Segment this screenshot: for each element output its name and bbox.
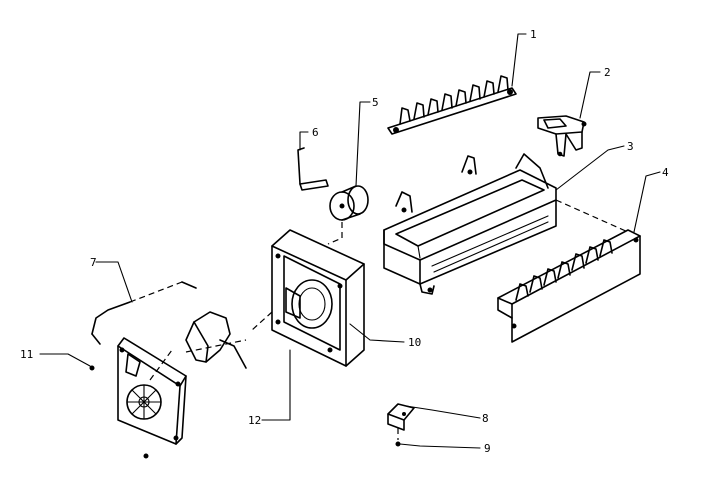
callout-12: 12 xyxy=(248,414,261,427)
callout-10: 10 xyxy=(408,336,421,349)
assembly-line-3-4 xyxy=(555,199,629,233)
part-3-ice-mold xyxy=(383,153,557,295)
assembly-line-module xyxy=(149,349,173,381)
callout-8: 8 xyxy=(482,412,489,425)
callout-6: 6 xyxy=(312,126,319,139)
assembly-line-housing xyxy=(251,311,273,331)
part-4-front-cover xyxy=(497,229,641,343)
callout-2: 2 xyxy=(604,66,611,79)
callout-9: 9 xyxy=(484,442,491,455)
screw-11 xyxy=(89,365,95,371)
callout-labels: 1 2 3 4 5 6 7 8 9 10 11 12 xyxy=(20,28,669,455)
assembly-line-5-10 xyxy=(327,222,343,245)
callout-4: 4 xyxy=(662,166,669,179)
leader-lines xyxy=(39,33,661,449)
part-2-bracket xyxy=(537,115,587,157)
part-10-housing xyxy=(271,229,365,367)
screw-bottom xyxy=(143,453,149,459)
gear-cam xyxy=(185,311,247,369)
part-9-screw xyxy=(395,428,401,447)
callout-1: 1 xyxy=(530,28,537,41)
part-6-clip xyxy=(297,147,329,191)
callout-5: 5 xyxy=(372,96,379,109)
part-5-motor xyxy=(329,185,369,221)
part-11-control-module xyxy=(117,337,187,445)
callout-3: 3 xyxy=(627,140,634,153)
callout-7: 7 xyxy=(90,256,97,269)
assembly-line-11-10 xyxy=(185,339,247,353)
part-1-ejector-comb xyxy=(387,75,517,135)
callout-11: 11 xyxy=(20,348,33,361)
part-7-wire-harness xyxy=(91,281,197,345)
part-8-bracket xyxy=(387,403,415,431)
